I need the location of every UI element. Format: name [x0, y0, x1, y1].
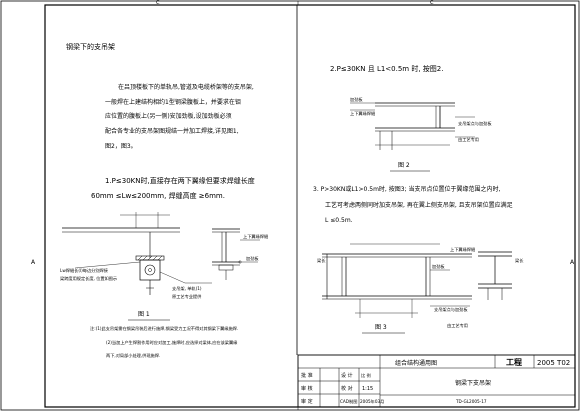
note-2: (2)当加上产生焊割作用时应对加工,施焊时,应选择对梁体,应在该梁翼缘 — [106, 339, 238, 346]
grid-letter-top-left: C — [156, 0, 160, 6]
case2-line: 2.P≤30KN 且 L1<0.5m 时, 按图2. — [330, 64, 443, 73]
intro-line-2: 一般焊在上建结构相约1型钢梁腹板上，并要求在钼 — [105, 98, 241, 106]
fig2-label-support: 支吊架点与加劲板 — [458, 120, 492, 127]
tb-col2-2: 校 对 — [341, 385, 353, 392]
tb-col2-3: CAD制图 — [340, 398, 357, 405]
title-block — [297, 354, 576, 408]
tb-role-3: 审 定 — [301, 398, 313, 405]
tb-project-label: 工程 — [506, 357, 522, 367]
grid-letter-left: A — [31, 259, 36, 266]
tb-drawing-number: TD-GL2005-17 — [455, 399, 487, 404]
figure-2 — [350, 102, 475, 150]
fig3-label-stiffener: 加劲板 — [432, 263, 445, 270]
fig1-caption: 图 1 — [138, 311, 150, 318]
tb-project-number: 2005 T02 — [537, 359, 570, 367]
fig3-label-right: 梁长 — [515, 257, 524, 264]
grid-letter-top-right: C — [430, 0, 434, 6]
fig3-label-process: 由工艺专用 — [447, 322, 468, 329]
case1-line-2: 60mm ≤Lw≤200mm, 焊缝高度 ≥6mm. — [91, 191, 225, 200]
intro-line-4: 配合各专业的支吊架图规结一并加工焊接,详见图1, — [105, 127, 239, 135]
note-3: 两下,对局部小处理,供现施焊. — [106, 352, 160, 359]
tb-scale-value: 1:15 — [362, 386, 373, 392]
case3-line-2: 工艺可考虑两侧同时加支吊架, 再在翼上侧支吊架, 且支吊架位置应满足 — [325, 201, 513, 209]
fig3-label-weld: 上下翼缘焊缝 — [450, 246, 476, 253]
fig2-label-process: 由工艺专用 — [458, 136, 479, 143]
fig2-label-flange: 上下翼缘焊缝 — [350, 110, 376, 117]
fig1-label-flange: 上下翼缘焊缝 — [243, 233, 269, 240]
tb-design-unit: 组合结构通用图 — [395, 359, 437, 367]
tb-date-value: 2005年03月 — [360, 398, 384, 405]
intro-line-1: 在吕顶楼板下的单轨吊,管道及电缆桥架等的支吊架, — [118, 83, 254, 91]
fig1-label-lw: Lw焊缝长(l)每边分别焊接 — [60, 267, 109, 274]
grid-letter-right: A — [570, 259, 575, 266]
fig3-caption: 图 3 — [375, 324, 387, 331]
case1-line-1: 1.P≤30KN时,直接存在两下翼缘但要求焊缝长度 — [105, 176, 255, 185]
fig2-label-stiffener: 加劲板 — [350, 96, 363, 103]
fig1-label-process: 原工艺专业提供 — [172, 293, 201, 300]
intro-line-3: 应位置的腹板上(另一侧)安加劲板,设加劲板必须 — [105, 112, 232, 120]
tb-role-2: 审 核 — [301, 385, 313, 392]
fig2-caption: 图 2 — [398, 162, 410, 169]
figure-1 — [62, 212, 260, 295]
tb-col2-1: 设 计 — [341, 372, 353, 379]
note-1: 注:(1)此支吊架需在钢梁吊装后进行施焊,钢梁受力工况不得对其钢梁下翼缘施焊. — [90, 325, 238, 332]
case3-line-3: L ≤0.5m. — [325, 217, 353, 224]
intro-line-5: 图2，图3。 — [105, 143, 137, 150]
tb-drawing-title: 钢梁下支吊架 — [455, 379, 491, 387]
fig1-label-stiffener: 加劲板 — [246, 255, 259, 262]
fig3-label-left: 梁长 — [317, 257, 326, 264]
section-title: 钢梁下的支吊架 — [66, 42, 115, 51]
tb-role-1: 批 准 — [301, 372, 313, 379]
case3-line-1: 3. P>30KN或L1>0.5m时, 按图3; 当支吊点位置位于翼缘范围之内时… — [313, 185, 500, 193]
fig1-label-lw2: 梁跨度用规定长度, 位置如图示 — [60, 275, 117, 282]
fig1-label-support: 支吊架, 单轨(1) — [172, 285, 202, 292]
tb-scale-label: 比 例 — [361, 372, 371, 379]
figure-3 — [322, 243, 512, 318]
fig3-label-support: 支吊架点与加劲板 — [434, 306, 468, 313]
